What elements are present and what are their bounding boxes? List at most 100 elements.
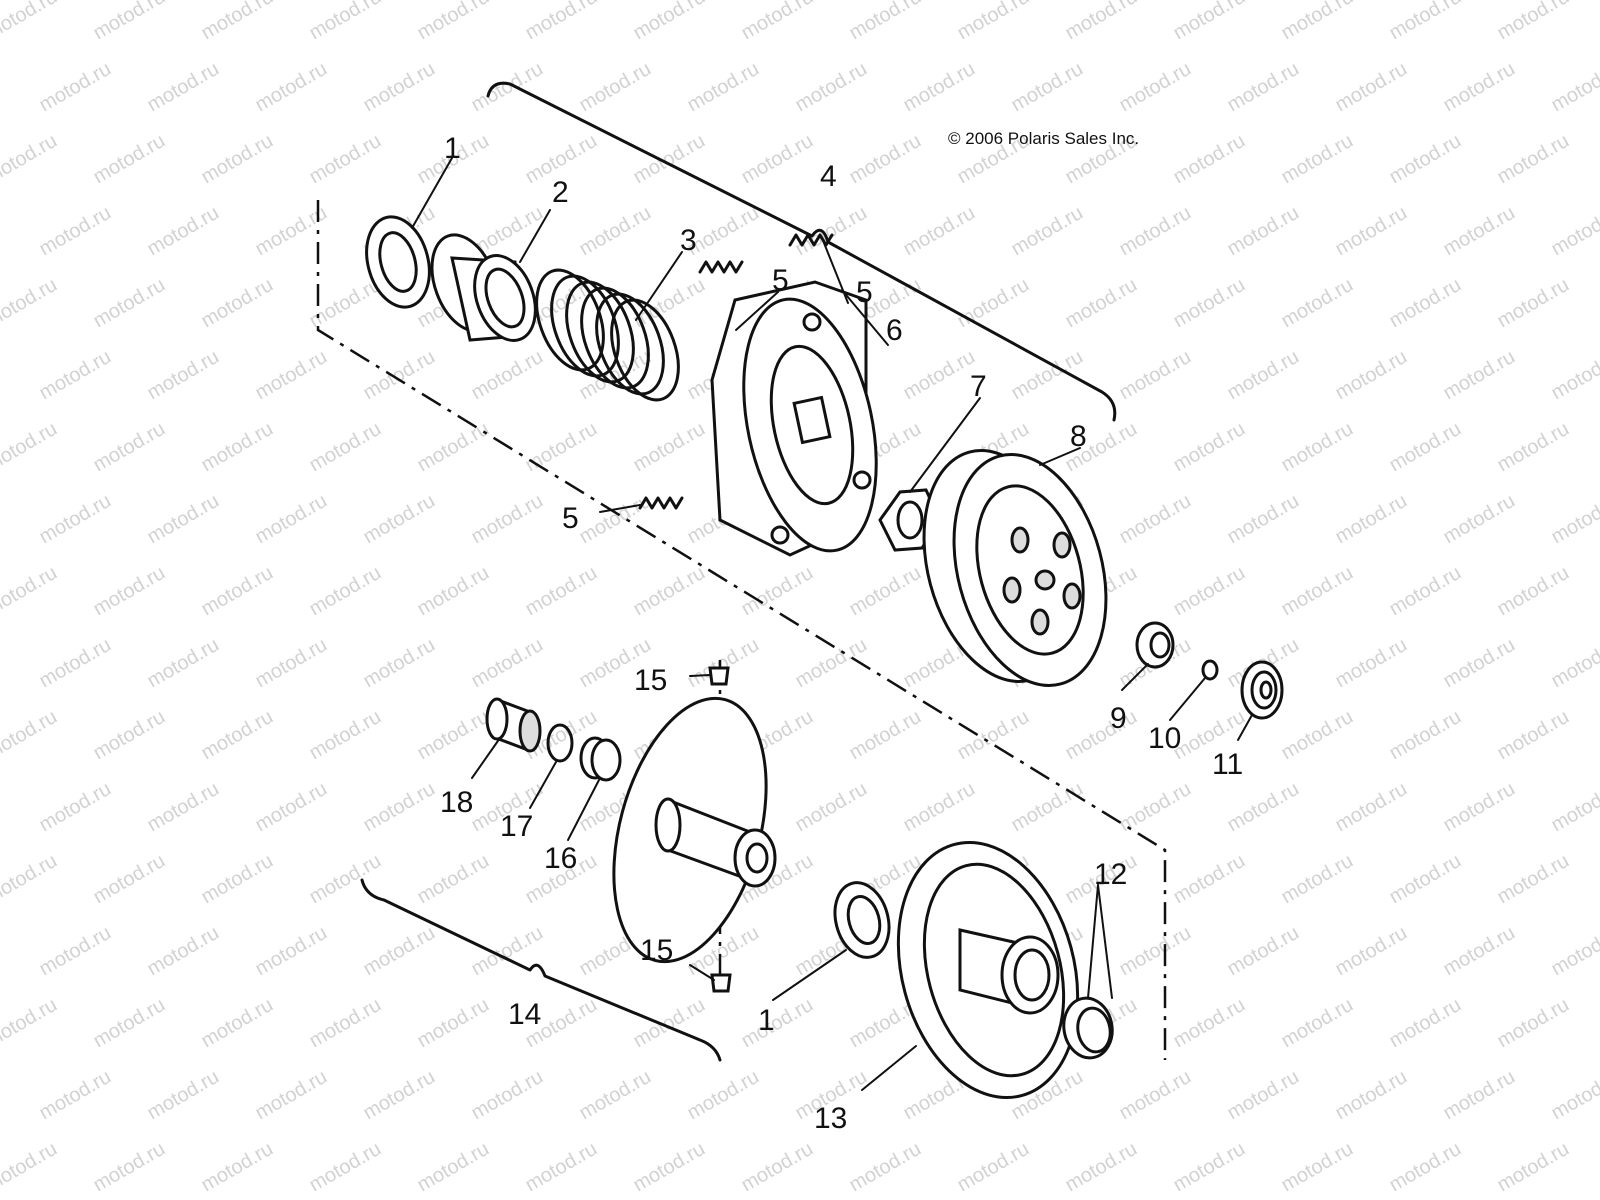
leader-lines [411,157,1253,1091]
watermark-text: motod.ru [1278,418,1357,477]
watermark-text: motod.ru [954,706,1033,765]
watermark-text: motod.ru [1386,850,1465,909]
watermark-text: motod.ru [1170,274,1249,333]
callout-5-upper-right: 5 [856,276,873,309]
watermark-text: motod.ru [1548,202,1600,261]
watermark-text: motod.ru [0,418,61,477]
watermark-text: motod.ru [144,634,223,693]
watermark-text: motod.ru [306,0,385,44]
callout-3: 3 [680,224,697,257]
watermark-text: motod.ru [360,490,439,549]
callout-5-upper-left: 5 [772,264,789,297]
watermark-text: motod.ru [1440,58,1519,117]
watermark-text: motod.ru [198,850,277,909]
watermark-text: motod.ru [1224,202,1303,261]
callout-14: 14 [508,998,541,1031]
watermark-text: motod.ru [252,346,331,405]
watermark-text: motod.ru [1494,418,1573,477]
watermark-text: motod.ru [576,1066,655,1125]
watermark-text: motod.ru [1008,778,1087,837]
part-18-needle-bearing [485,697,542,753]
watermark-text: motod.ru [0,0,61,44]
watermark-text: motod.ru [306,994,385,1053]
watermark-text: motod.ru [954,274,1033,333]
watermark-text: motod.ru [414,850,493,909]
watermark-text: motod.ru [1116,202,1195,261]
watermark-text: motod.ru [1332,634,1411,693]
watermark-text: motod.ru [1548,490,1600,549]
watermark-text: motod.ru [144,778,223,837]
watermark-text: motod.ru [414,562,493,621]
watermark-text: motod.ru [1008,58,1087,117]
watermark-text: motod.ru [1494,274,1573,333]
callout-1: 1 [444,132,461,165]
watermark-text: motod.ru [468,1066,547,1125]
callout-15-lower: 15 [640,934,673,967]
watermark-text: motod.ru [1332,922,1411,981]
watermark-text: motod.ru [684,58,763,117]
watermark-text: motod.ru [684,1066,763,1125]
watermark-text: motod.ru [1170,562,1249,621]
watermark-text: motod.ru [1332,202,1411,261]
watermark-text: motod.ru [198,0,277,44]
part-1-oil-seal-lower [833,881,891,959]
watermark-text: motod.ru [1062,1138,1141,1197]
copyright-text: © 2006 Polaris Sales Inc. [948,129,1139,148]
part-5-spring-lower [638,496,684,510]
part-14-driven-pulley [612,696,777,964]
watermark-text: motod.ru [1440,778,1519,837]
watermark-text: motod.ru [1332,778,1411,837]
watermark-text: motod.ru [252,58,331,117]
watermark-text: motod.ru [90,850,169,909]
watermark-text: motod.ru [738,130,817,189]
watermark-text: motod.ru [1278,706,1357,765]
part-1-oil-seal [365,215,431,309]
watermark-text: motod.ru [0,1138,61,1197]
callout-16: 16 [544,842,577,875]
watermark-text: motod.ru [738,1138,817,1197]
callout-13: 13 [814,1102,847,1135]
watermark-text: motod.ru [1278,0,1357,44]
watermark-text: motod.ru [522,418,601,477]
watermark-text: motod.ru [738,0,817,44]
callout-2: 2 [552,176,569,209]
watermark-text: motod.ru [1494,706,1573,765]
watermark-text: motod.ru [360,778,439,837]
watermark-text: motod.ru [306,1138,385,1197]
watermark-text: motod.ru [1440,922,1519,981]
watermark-text: motod.ru [1548,1066,1600,1125]
watermark-text: motod.ru [90,130,169,189]
watermark-text: motod.ru [252,922,331,981]
part-5-spring-upper-left [698,260,744,274]
callout-12: 12 [1094,858,1127,891]
watermark-text: motod.ru [144,922,223,981]
bracket-group-14 [360,878,722,1062]
watermark-text: motod.ru [468,490,547,549]
watermark-text: motod.ru [198,274,277,333]
part-16-collar [579,736,622,782]
watermark-text: motod.ru [1332,490,1411,549]
watermark-text: motod.ru [576,202,655,261]
watermark-text: motod.ru [144,1066,223,1125]
watermark-text: motod.ru [1494,130,1573,189]
watermark-text: motod.ru [846,0,925,44]
watermark-text: motod.ru [90,562,169,621]
callout-17: 17 [500,810,533,843]
watermark-text: motod.ru [1440,634,1519,693]
watermark-text: motod.ru [1278,994,1357,1053]
watermark-text: motod.ru [1548,922,1600,981]
watermark-text: motod.ru [1062,706,1141,765]
watermark-text: motod.ru [1386,0,1465,44]
watermark-text: motod.ru [1116,490,1195,549]
part-17-snap-ring [546,723,574,763]
watermark-text: motod.ru [414,0,493,44]
watermark-text: motod.ru [1548,778,1600,837]
watermark-text: motod.ru [306,706,385,765]
watermark-text: motod.ru [360,58,439,117]
watermark-text: motod.ru [954,0,1033,44]
watermark-text: motod.ru [36,346,115,405]
watermark-text: motod.ru [1170,0,1249,44]
watermark-text: motod.ru [252,1066,331,1125]
